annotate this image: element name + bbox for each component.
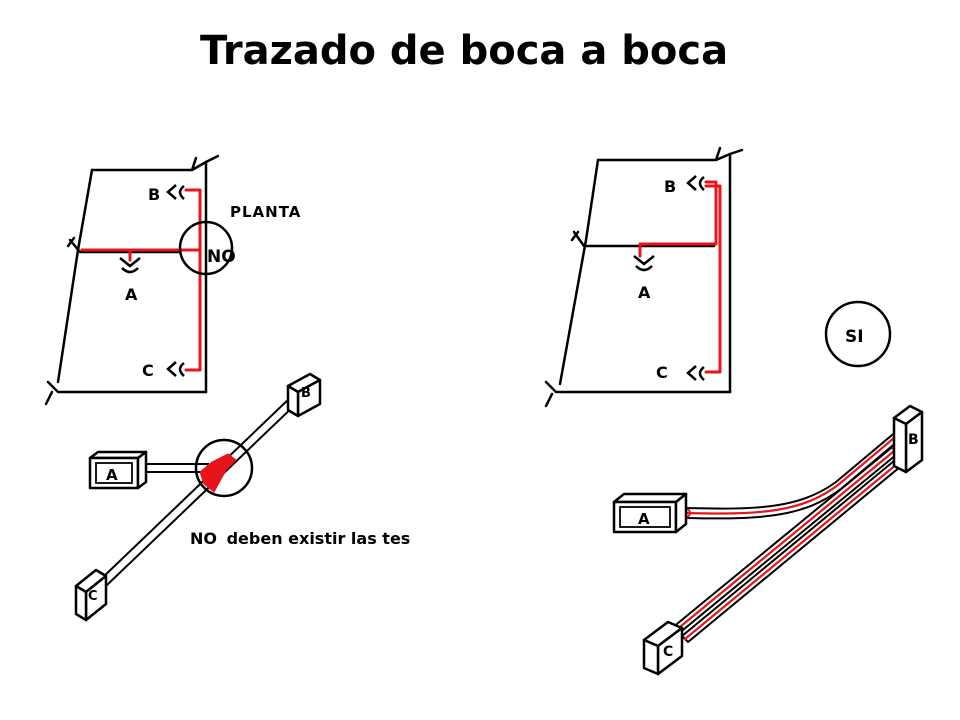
right-outlet-a-label: A	[638, 283, 651, 302]
left-box-c-label: C	[88, 589, 98, 604]
right-box-b	[892, 404, 924, 474]
right-plan-view: B A C SI	[544, 146, 892, 408]
caption-no: NO	[190, 529, 217, 548]
right-plan-wall-mid	[570, 230, 716, 248]
right-box-c-label: C	[663, 644, 673, 660]
right-box-b-label: B	[908, 432, 919, 448]
left-outlet-c-label: C	[142, 361, 154, 380]
left-box-c	[74, 568, 108, 622]
caption-rest: deben existir las tes	[227, 529, 411, 548]
right-wire-a-b	[684, 431, 902, 515]
right-wire-c-b1	[673, 445, 901, 633]
right-si-marker: SI	[845, 327, 864, 347]
left-plan-wall-left	[56, 168, 94, 384]
right-box-c	[642, 620, 684, 676]
page-title: Trazado de boca a boca	[200, 28, 729, 74]
left-tee-junction	[199, 453, 237, 493]
left-box-a	[88, 450, 148, 490]
right-plan-wire-c	[704, 184, 722, 374]
left-conduit-a	[139, 463, 209, 473]
left-conduit-cb	[98, 394, 300, 588]
left-outlet-b-label: B	[148, 185, 160, 204]
left-tee-circle	[194, 438, 254, 498]
left-plan-wire	[80, 188, 202, 372]
right-plan-wall-top	[596, 146, 744, 162]
right-box-a	[612, 492, 688, 534]
left-iso-view: A B C NO deben existir las tes	[74, 372, 410, 622]
left-plan-wall-mid	[66, 236, 182, 254]
right-plan-wire-b	[638, 180, 718, 258]
right-wire-c-b2	[683, 457, 905, 641]
left-box-b-label: B	[301, 386, 311, 401]
left-outlet-c-icon	[166, 361, 185, 377]
right-outlet-b-label: B	[664, 177, 676, 196]
right-box-a-label: A	[638, 510, 650, 528]
left-no-circle	[178, 220, 234, 276]
left-outlet-a-label: A	[125, 285, 138, 304]
left-outlet-a-icon	[119, 257, 141, 274]
left-no-marker: NO	[207, 247, 236, 267]
caption: NO deben existir las tes	[190, 529, 410, 548]
right-plan-wall-bottom	[544, 380, 732, 408]
right-outlet-a-icon	[633, 255, 655, 272]
left-plan-view: B A C NO PLANTA	[44, 154, 301, 406]
left-box-b	[286, 372, 322, 418]
left-outlet-b-icon	[166, 184, 185, 200]
right-outlet-b-icon	[686, 175, 705, 191]
right-outlet-c-icon	[686, 365, 705, 381]
right-outlet-c-label: C	[656, 363, 668, 382]
left-plan-wall-top	[90, 154, 220, 172]
left-box-a-label: A	[106, 466, 118, 484]
right-plan-wall-left	[558, 158, 600, 386]
plan-label: PLANTA	[230, 203, 301, 221]
left-plan-wall-bottom	[44, 380, 208, 406]
right-iso-view: A B C	[612, 404, 924, 676]
right-si-circle	[824, 300, 892, 368]
